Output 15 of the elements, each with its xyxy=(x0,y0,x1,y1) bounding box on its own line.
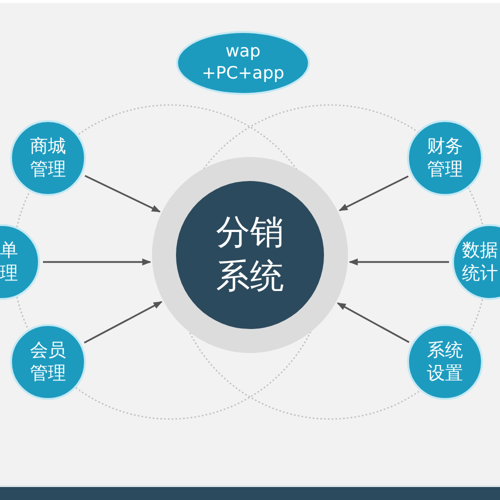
module-label: 会员管理 xyxy=(29,338,67,386)
core-label: 分销系统 xyxy=(215,211,285,298)
module-label: 数据统计 xyxy=(461,238,499,286)
module-label: 系统设置 xyxy=(426,338,464,386)
module-label: 商城管理 xyxy=(29,134,67,182)
arrow xyxy=(348,258,449,266)
module-label: 单理 xyxy=(0,238,18,286)
outer-ring xyxy=(152,157,348,353)
platform-label: wap +PC+app xyxy=(200,41,286,85)
arrow xyxy=(338,176,409,212)
arrow xyxy=(336,302,410,344)
arrow xyxy=(43,258,152,266)
arrow xyxy=(84,174,161,212)
module-label: 财务管理 xyxy=(426,134,464,182)
arrow xyxy=(84,301,163,344)
